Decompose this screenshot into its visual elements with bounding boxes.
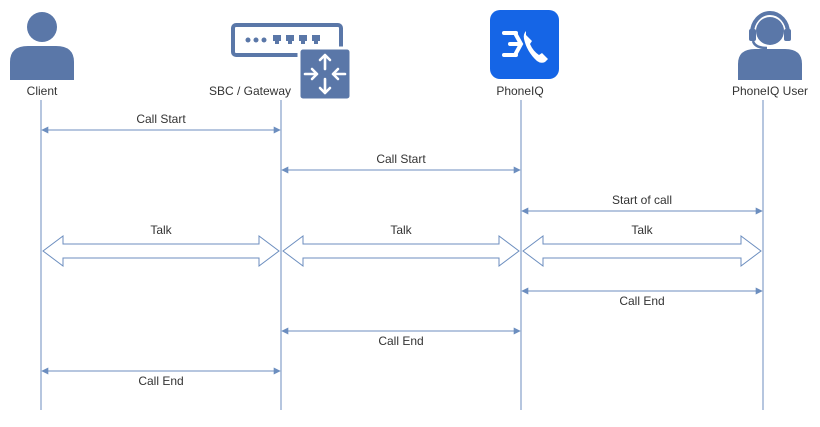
actor-label: PhoneIQ User [732,84,808,98]
message-label: Call Start [136,112,186,126]
message-label: Talk [390,223,412,237]
talk-block-arrow [522,235,762,267]
message-label: Call End [619,294,664,308]
talk-block-arrow [282,235,520,267]
message-label: Start of call [612,193,672,207]
headset-person-icon [738,11,802,80]
gateway-router-icon [231,23,353,102]
message-label: Talk [631,223,653,237]
message-label: Talk [150,223,172,237]
actor-label: PhoneIQ [496,84,543,98]
message-label: Call End [138,374,183,388]
actor-label: SBC / Gateway [209,84,291,98]
phoneiq-logo-icon [490,10,559,79]
message-label: Call Start [376,152,426,166]
person-icon [10,12,74,80]
talk-block-arrow [42,235,280,267]
actor-label: Client [27,84,58,98]
message-label: Call End [378,334,423,348]
